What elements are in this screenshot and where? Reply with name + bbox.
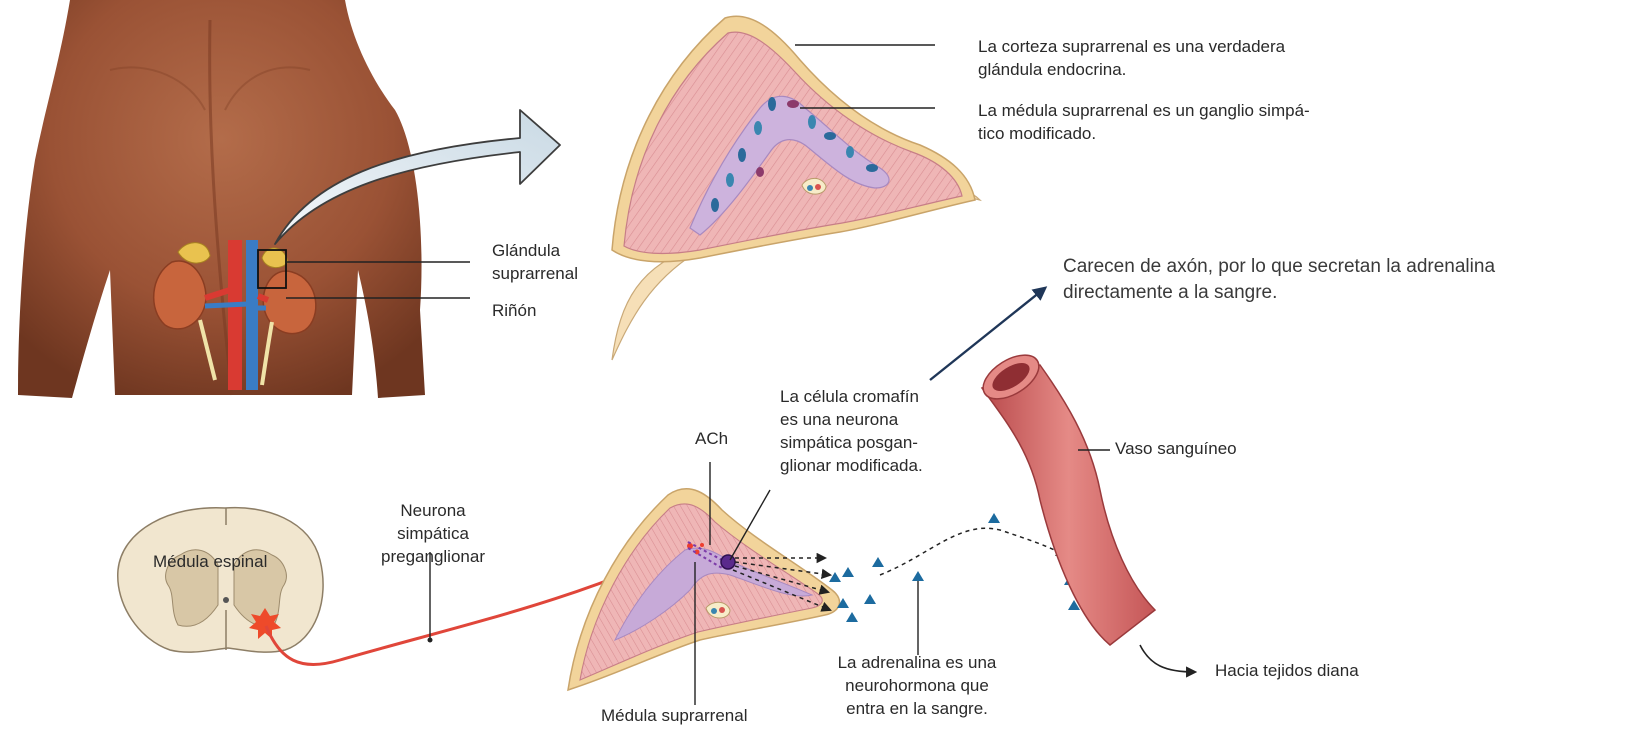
chromaffin-cell bbox=[721, 555, 735, 569]
label-blood-vessel: Vaso sanguíneo bbox=[1115, 438, 1237, 461]
label-adrenal-gland: Glándulasuprarrenal bbox=[492, 240, 578, 286]
blood-vessel bbox=[976, 346, 1155, 645]
label-adrenal-medulla: Médula suprarrenal bbox=[601, 705, 747, 728]
label-chromaffin: La célula cromafínes una neuronasimpátic… bbox=[780, 386, 923, 478]
human-back bbox=[18, 0, 425, 398]
label-spinal-cord: Médula espinal bbox=[153, 551, 267, 574]
label-preganglionic: Neuronasimpáticapreganglionar bbox=[368, 500, 498, 569]
label-ach: ACh bbox=[695, 428, 728, 451]
target-arrow bbox=[1140, 645, 1195, 672]
label-kidney: Riñón bbox=[492, 300, 536, 323]
adrenal-section-top bbox=[612, 16, 980, 360]
label-adrenaline: La adrenalina es unaneurohormona queentr… bbox=[812, 652, 1022, 721]
adrenal-section-bottom bbox=[568, 489, 839, 690]
label-medulla-ganglion: La médula suprarrenal es un ganglio simp… bbox=[978, 100, 1310, 146]
label-cortex: La corteza suprarrenal es una verdaderag… bbox=[978, 36, 1285, 82]
spinal-cord-section bbox=[118, 508, 323, 653]
label-target: Hacia tejidos diana bbox=[1215, 660, 1359, 683]
note-text: Carecen de axón, por lo que secretan la … bbox=[1063, 254, 1495, 305]
